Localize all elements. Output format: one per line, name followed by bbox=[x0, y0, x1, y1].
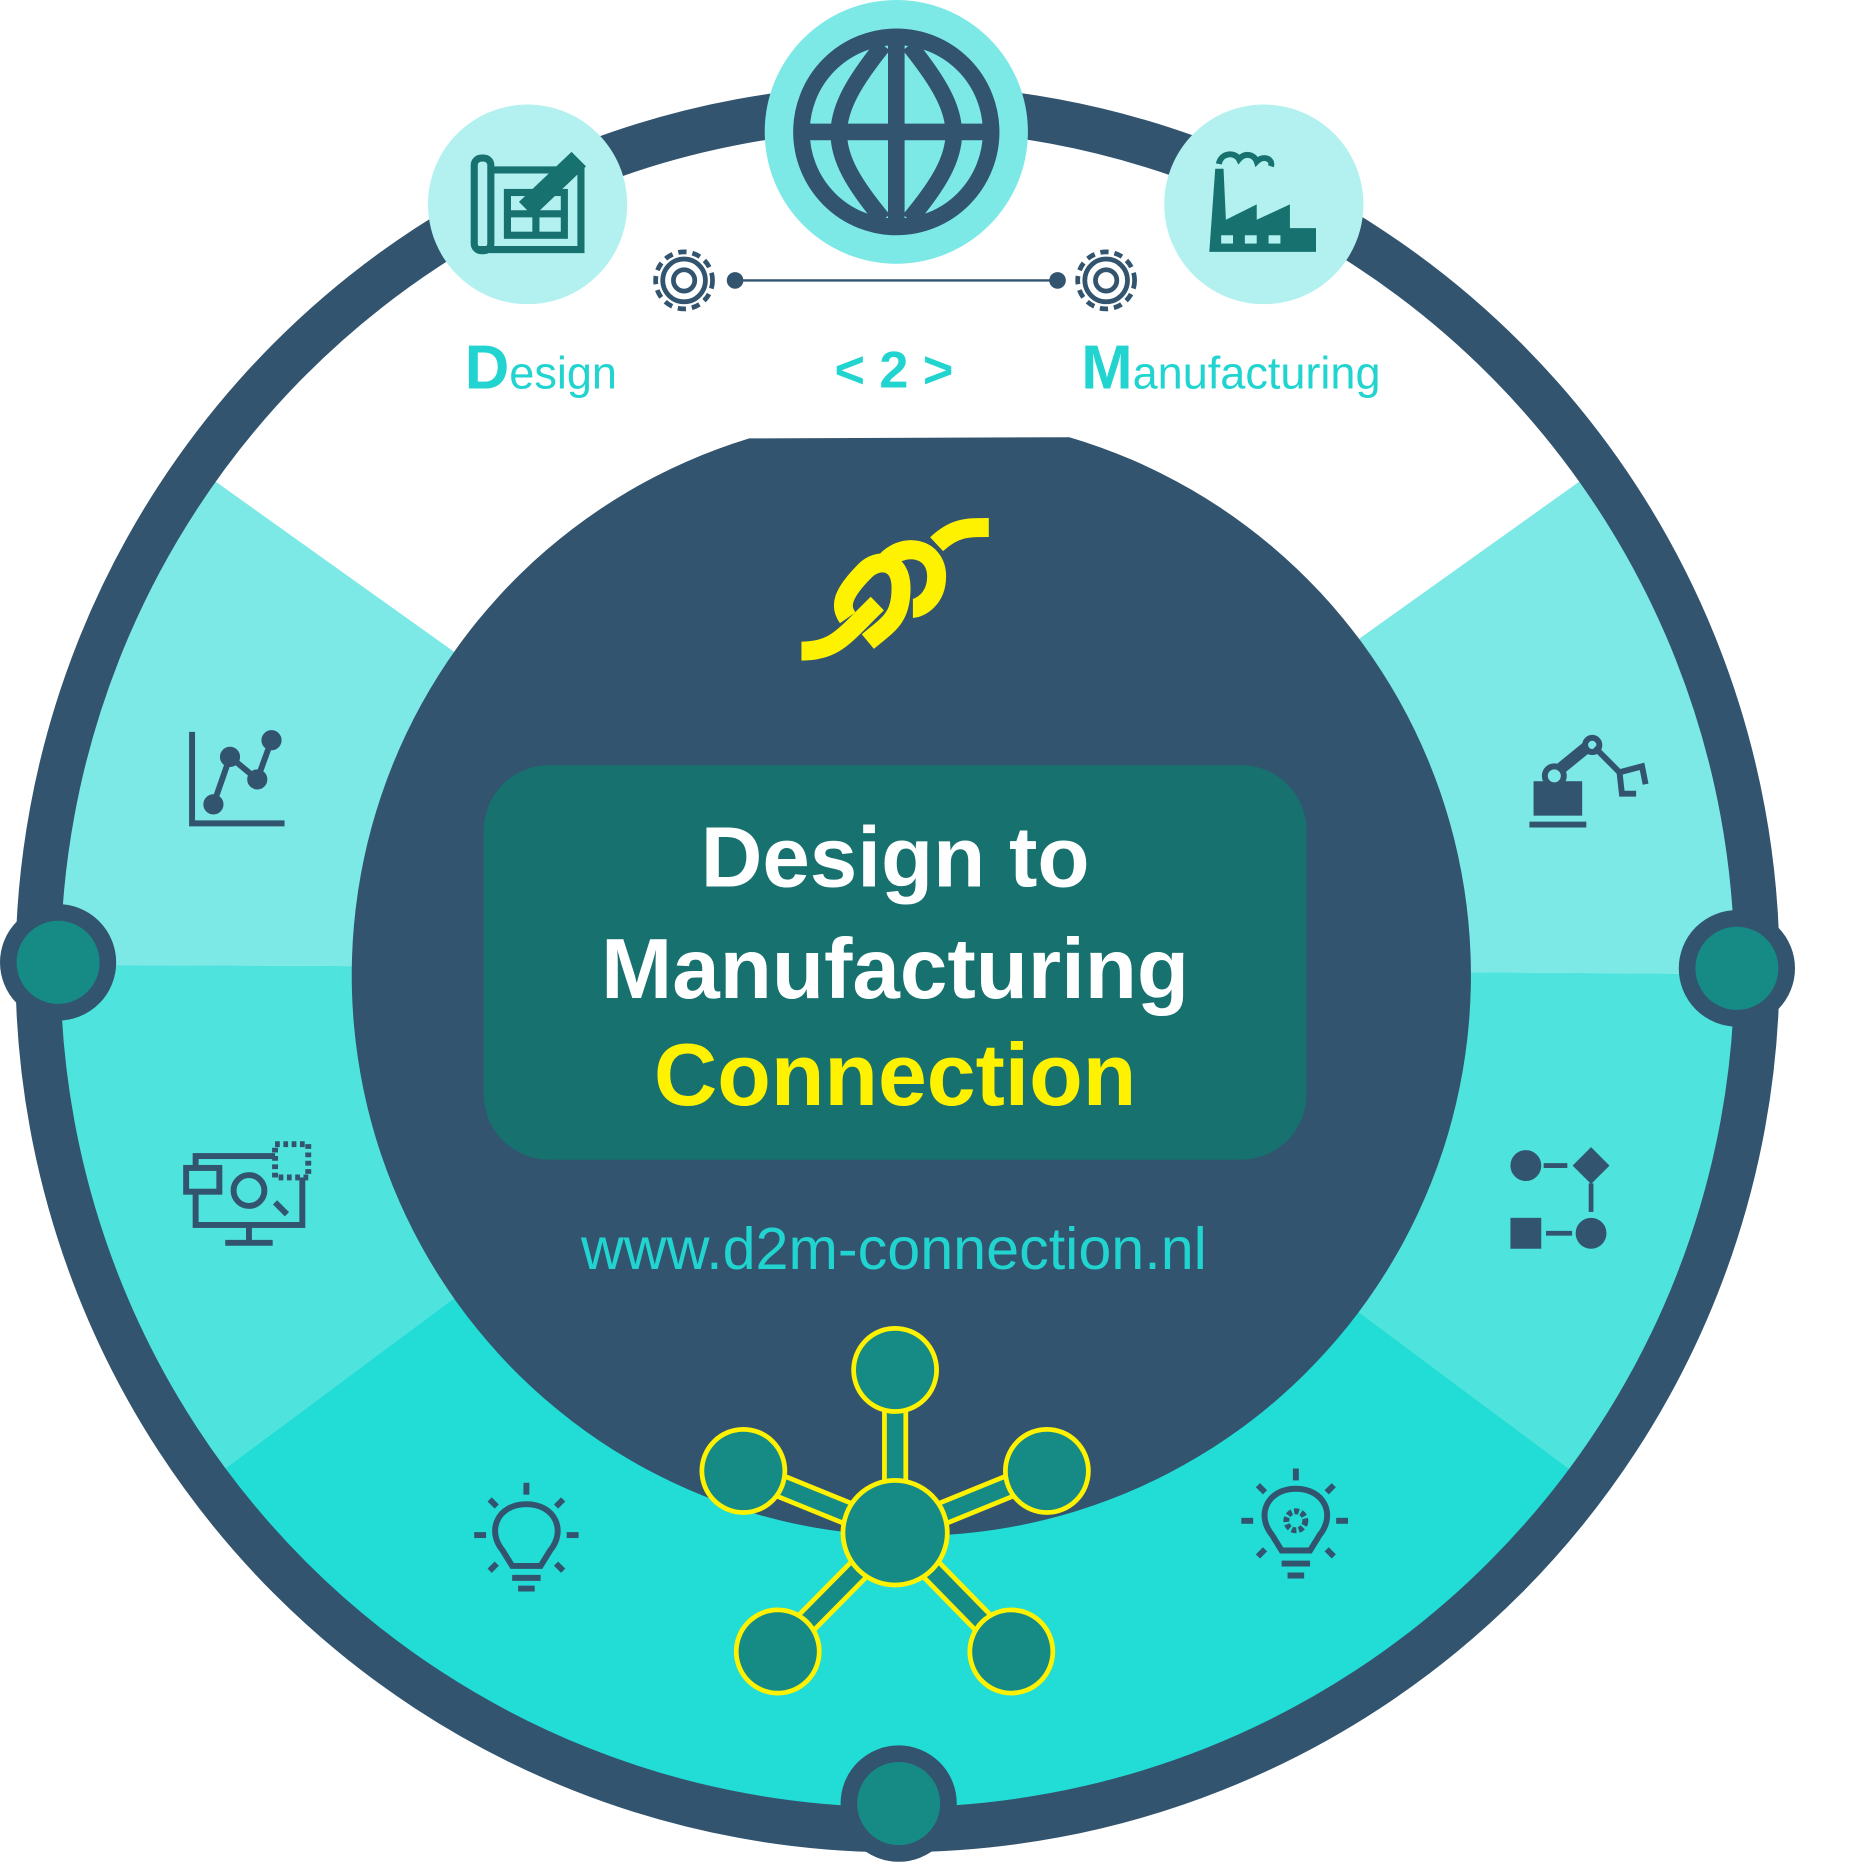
design-initial: D bbox=[465, 333, 510, 402]
title-box bbox=[483, 765, 1307, 1160]
hub-node-center bbox=[840, 1478, 950, 1588]
globe-icon bbox=[793, 28, 1000, 236]
title-line-1: Design to bbox=[701, 810, 1090, 905]
connector-label: < 2 > bbox=[834, 341, 953, 399]
manufacturing-bubble bbox=[1164, 104, 1364, 305]
website-link[interactable]: www.d2m-connection.nl bbox=[580, 1215, 1207, 1282]
factory-icon bbox=[1209, 151, 1317, 252]
node-left[interactable] bbox=[0, 904, 117, 1021]
lightbulb-icon bbox=[474, 1482, 579, 1592]
workflow-icon bbox=[1510, 1147, 1610, 1249]
monitor-user-icon bbox=[183, 1141, 312, 1246]
hub-node-right bbox=[1003, 1426, 1091, 1515]
title-line-3: Connection bbox=[654, 1025, 1136, 1124]
hub-node-left bbox=[699, 1426, 788, 1515]
manufacturing-label: Manufacturing bbox=[1081, 333, 1380, 402]
gear-icon-left bbox=[653, 249, 715, 312]
manufacturing-initial: M bbox=[1081, 333, 1132, 402]
line-chart-icon bbox=[189, 730, 285, 827]
design-label: Design bbox=[465, 333, 617, 402]
hub-node-bottom-left bbox=[733, 1607, 822, 1696]
gear-icon-right bbox=[1075, 249, 1137, 312]
hub-node-bottom-right bbox=[967, 1607, 1056, 1696]
connector-dot-right bbox=[1049, 272, 1066, 289]
node-bottom[interactable] bbox=[840, 1745, 957, 1862]
design-rest: esign bbox=[509, 347, 617, 398]
title-line-2: Manufacturing bbox=[601, 922, 1189, 1017]
network-hub-icon bbox=[699, 1325, 1091, 1696]
chain-link-icon bbox=[801, 518, 989, 661]
manufacturing-rest: anufacturing bbox=[1133, 347, 1381, 398]
idea-gear-icon bbox=[1241, 1468, 1349, 1579]
robot-arm-icon bbox=[1529, 734, 1649, 828]
blueprint-icon bbox=[470, 151, 587, 255]
node-right[interactable] bbox=[1678, 910, 1795, 1027]
ring-nodes bbox=[0, 904, 1795, 1862]
hub-node-top bbox=[851, 1325, 939, 1414]
connector-dot-left bbox=[726, 272, 744, 289]
